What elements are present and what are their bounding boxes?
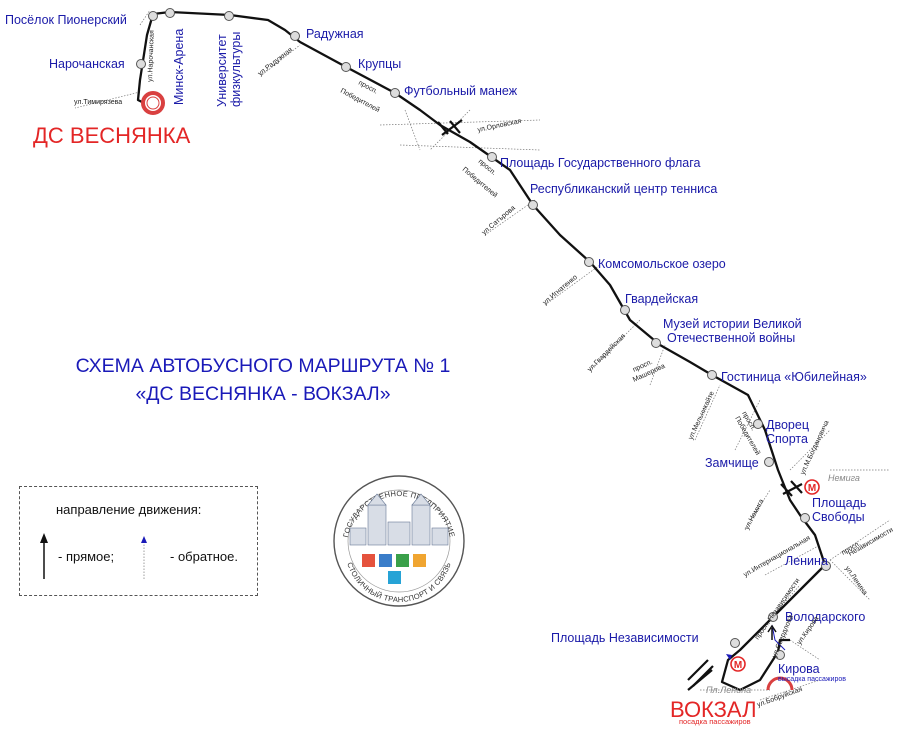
svg-text:М: М — [808, 483, 816, 494]
street-label-timiryazeva: ул.Тимирязева — [74, 99, 122, 106]
stop-marker-raduzhnaya[interactable] — [290, 31, 300, 41]
legend-arrows — [40, 533, 147, 579]
metro-icon-vokzal: М — [730, 656, 746, 672]
stop-label-dvorets-2: Спорта — [766, 432, 808, 446]
area-label-pl-lenina: Пл.Ленина — [706, 685, 751, 695]
stop-marker-kruptsy[interactable] — [341, 62, 351, 72]
street-label-bobruyskaya: ул.Бобруйская — [756, 685, 804, 709]
stop-label-ploshchad-flag: Площадь Государственного флага — [500, 156, 700, 170]
street-label-narochanskaya: ул.Нарочанская — [147, 30, 156, 82]
legend: направление движения: - прямое; - обратн… — [19, 486, 258, 596]
overpass-markers — [437, 119, 803, 691]
stop-label-narochanskaya: Нарочанская — [49, 57, 125, 71]
stop-marker-tennis[interactable] — [528, 200, 538, 210]
terminal-marker-vokzal[interactable] — [766, 676, 794, 691]
street-label-raduzhnaya: ул.Радужная — [257, 46, 294, 77]
logo-buildings-icon — [349, 493, 449, 546]
stop-label-nezavisimosti: Площадь Независимости — [551, 631, 699, 645]
area-label-nemiga: Немига — [828, 473, 860, 483]
stop-marker-svobody[interactable] — [800, 513, 810, 523]
stop-marker-muzey[interactable] — [651, 338, 661, 348]
stop-label-raduzhnaya: Радужная — [306, 27, 364, 41]
stop-marker-minsk-arena[interactable] — [165, 8, 175, 18]
stop-marker-lenina[interactable] — [821, 561, 831, 571]
street-label-lenina: ул.Ленина — [843, 565, 868, 596]
svg-text:М: М — [734, 660, 742, 671]
stop-marker-zamchishche[interactable] — [764, 457, 774, 467]
stop-label-minsk-arena: Минск-Арена — [172, 29, 186, 105]
logo-transport-icons — [362, 554, 426, 584]
stop-label-muzey-1: Музей истории Великой — [663, 317, 802, 331]
stop-marker-gostinitsa[interactable] — [707, 370, 717, 380]
stop-label-muzey-2: Отечественной войны — [667, 331, 795, 345]
street-label-orlovskaya: ул.Орловская — [477, 118, 522, 134]
terminal-note-vokzal: посадка пассажиров — [679, 717, 751, 726]
stop-markers — [136, 8, 831, 660]
stop-label-tennis: Республиканский центр тенниса — [530, 182, 717, 196]
street-label-nemiga: ул.Немига — [744, 498, 766, 531]
company-logo: ГОСУДАРСТВЕННОЕ ПРЕДПРИЯТИЕ СТОЛИЧНЫЙ ТР… — [333, 475, 465, 607]
stop-marker-gvardeyskaya[interactable] — [620, 305, 630, 315]
stop-note-kirova: высадка пассажиров — [778, 676, 846, 683]
terminal-marker-vesnyanka[interactable] — [141, 91, 165, 115]
route-line-backward — [771, 624, 786, 651]
street-label-ignatenko: ул.Игнатенко — [542, 274, 579, 307]
map-title-line2: «ДС ВЕСНЯНКА - ВОКЗАЛ» — [135, 383, 390, 405]
stop-label-university-1: Университет — [215, 34, 229, 107]
side-streets — [74, 9, 891, 701]
stop-marker-volodarskogo[interactable] — [768, 612, 778, 622]
legend-backward-label: - обратное. — [170, 549, 238, 564]
stop-label-gvardeyskaya: Гвардейская — [625, 292, 698, 306]
terminal-label-vokzal: ВОКЗАЛ — [670, 697, 757, 722]
direction-arrow-icons — [726, 624, 777, 660]
legend-forward-label: - прямое; — [58, 549, 115, 564]
stop-marker-poselok[interactable] — [148, 11, 158, 21]
stop-label-poselok: Посёлок Пионерский — [5, 13, 127, 27]
stop-marker-narochanskaya[interactable] — [136, 59, 146, 69]
stop-label-kruptsy: Крупцы — [358, 57, 401, 71]
stop-marker-kirova[interactable] — [775, 650, 785, 660]
stop-label-dvorets-1: Дворец — [766, 418, 809, 432]
terminal-marker-vesnyanka-inner — [146, 96, 160, 110]
stop-label-svobody-2: Свободы — [812, 510, 865, 524]
stop-label-gostinitsa: Гостиница «Юбилейная» — [721, 370, 867, 384]
stop-label-university-2: физкультуры — [229, 32, 243, 107]
stop-marker-ploshchad-flag[interactable] — [487, 152, 497, 162]
stop-marker-university[interactable] — [224, 11, 234, 21]
stop-label-zamchishche: Замчище — [705, 456, 759, 470]
stop-marker-nezavisimosti[interactable] — [730, 638, 740, 648]
map-title-line1: СХЕМА АВТОБУСНОГО МАРШРУТА № 1 — [76, 355, 451, 377]
legend-title: направление движения: — [56, 502, 202, 517]
stop-marker-dvorets[interactable] — [753, 419, 763, 429]
terminal-label-vesnyanka: ДС ВЕСНЯНКА — [33, 123, 191, 148]
stop-label-komsomol: Комсомольское озеро — [598, 257, 726, 271]
street-label-melnikayte: ул.Мельникайте — [687, 390, 716, 441]
route-line — [136, 10, 827, 692]
stop-label-kirova: Кирова — [778, 662, 820, 676]
stop-marker-futbol[interactable] — [390, 88, 400, 98]
stop-label-futbol: Футбольный манеж — [404, 84, 518, 98]
street-label-saltykova: ул.Сатърова — [481, 205, 517, 237]
metro-icon-nemiga: М — [804, 479, 820, 495]
stop-label-lenina: Ленина — [785, 554, 828, 568]
stop-label-volodarskogo: Володарского — [785, 610, 865, 624]
stop-marker-komsomol[interactable] — [584, 257, 594, 267]
stop-label-svobody-1: Площадь — [812, 496, 866, 510]
street-label-gvardeyskaya: ул.Гвардейская — [586, 332, 627, 373]
